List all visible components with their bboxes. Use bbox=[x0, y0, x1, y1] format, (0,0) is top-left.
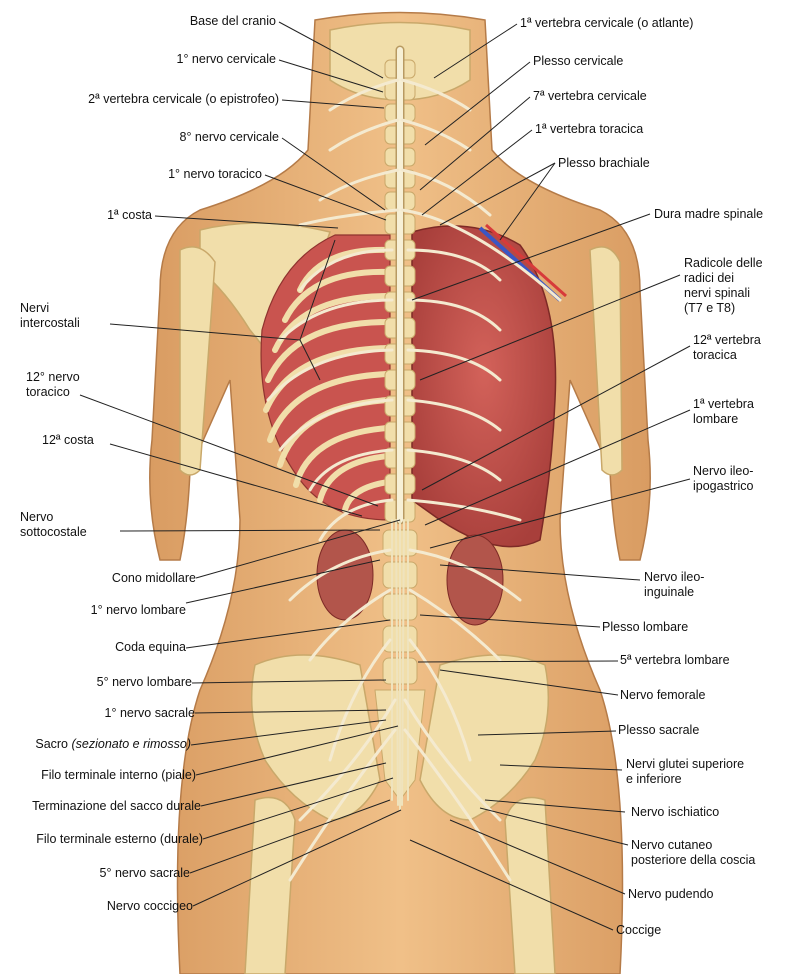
label-vertebra-lombare-5: 5ª vertebra lombare bbox=[620, 653, 730, 667]
brachial-artery bbox=[485, 223, 567, 298]
label-coccige: Coccige bbox=[616, 923, 662, 937]
label-coda-equina: Coda equina bbox=[115, 640, 186, 654]
label-costa-12: 12ª costa bbox=[42, 433, 94, 447]
label-vertebra-cervicale-1: 1ª vertebra cervicale (o atlante) bbox=[520, 16, 694, 30]
label-nervo-coccigeo: Nervo coccigeo bbox=[106, 899, 193, 913]
label-filo-terminale-esterno: Filo terminale esterno (durale) bbox=[36, 832, 203, 846]
label-nervo-sacrale-1: 1° nervo sacrale bbox=[104, 706, 195, 720]
kidney-right bbox=[446, 534, 504, 626]
label-plesso-brachiale: Plesso brachiale bbox=[558, 156, 650, 170]
label-nervo-cervicale-8: 8° nervo cervicale bbox=[179, 130, 280, 144]
label-nervo-toracico-1: 1° nervo toracico bbox=[168, 167, 262, 181]
label-nervo-sacrale-5: 5° nervo sacrale bbox=[99, 866, 190, 880]
label-vertebra-cervicale-2: 2ª vertebra cervicale (o epistrofeo) bbox=[88, 92, 279, 106]
label-dura-madre-spinale: Dura madre spinale bbox=[654, 207, 764, 221]
femur-left bbox=[244, 796, 296, 974]
label-plesso-lombare: Plesso lombare bbox=[602, 620, 689, 634]
label-nervo-lombare-1: 1° nervo lombare bbox=[90, 603, 186, 617]
label-nervo-femorale: Nervo femorale bbox=[620, 688, 706, 702]
label-sacro: Sacro (sezionato e rimosso) bbox=[35, 737, 192, 751]
leader-lines bbox=[79, 21, 691, 931]
label-filo-terminale-interno: Filo terminale interno (piale) bbox=[41, 768, 196, 782]
label-nervo-ischiatico: Nervo ischiatico bbox=[631, 805, 720, 819]
label-plesso-cervicale: Plesso cervicale bbox=[533, 54, 624, 68]
label-terminazione-sacco-durale: Terminazione del sacco durale bbox=[32, 799, 201, 813]
label-nervo-cervicale-1: 1° nervo cervicale bbox=[176, 52, 277, 66]
label-vertebra-toracica-1: 1ª vertebra toracica bbox=[535, 122, 644, 136]
label-base-cranio: Base del cranio bbox=[189, 14, 276, 28]
label-nervo-lombare-5: 5° nervo lombare bbox=[96, 675, 192, 689]
humerus-right bbox=[589, 246, 623, 476]
label-cono-midollare: Cono midollare bbox=[111, 571, 196, 585]
femur-right bbox=[504, 796, 556, 974]
spinal-cord bbox=[391, 45, 409, 811]
label-vertebra-cervicale-7: 7ª vertebra cervicale bbox=[533, 89, 647, 103]
label-plesso-sacrale: Plesso sacrale bbox=[618, 723, 700, 737]
label-nervo-pudendo: Nervo pudendo bbox=[628, 887, 714, 901]
label-nervo-ileo-ipogastrico: Nervo ileo-ipogastrico bbox=[693, 464, 754, 493]
label-sacro-note: (sezionato e rimosso) bbox=[71, 737, 192, 751]
label-costa-1: 1ª costa bbox=[107, 208, 152, 222]
label-nervo-ileo-inguinale: Nervo ileo-inguinale bbox=[644, 570, 705, 599]
